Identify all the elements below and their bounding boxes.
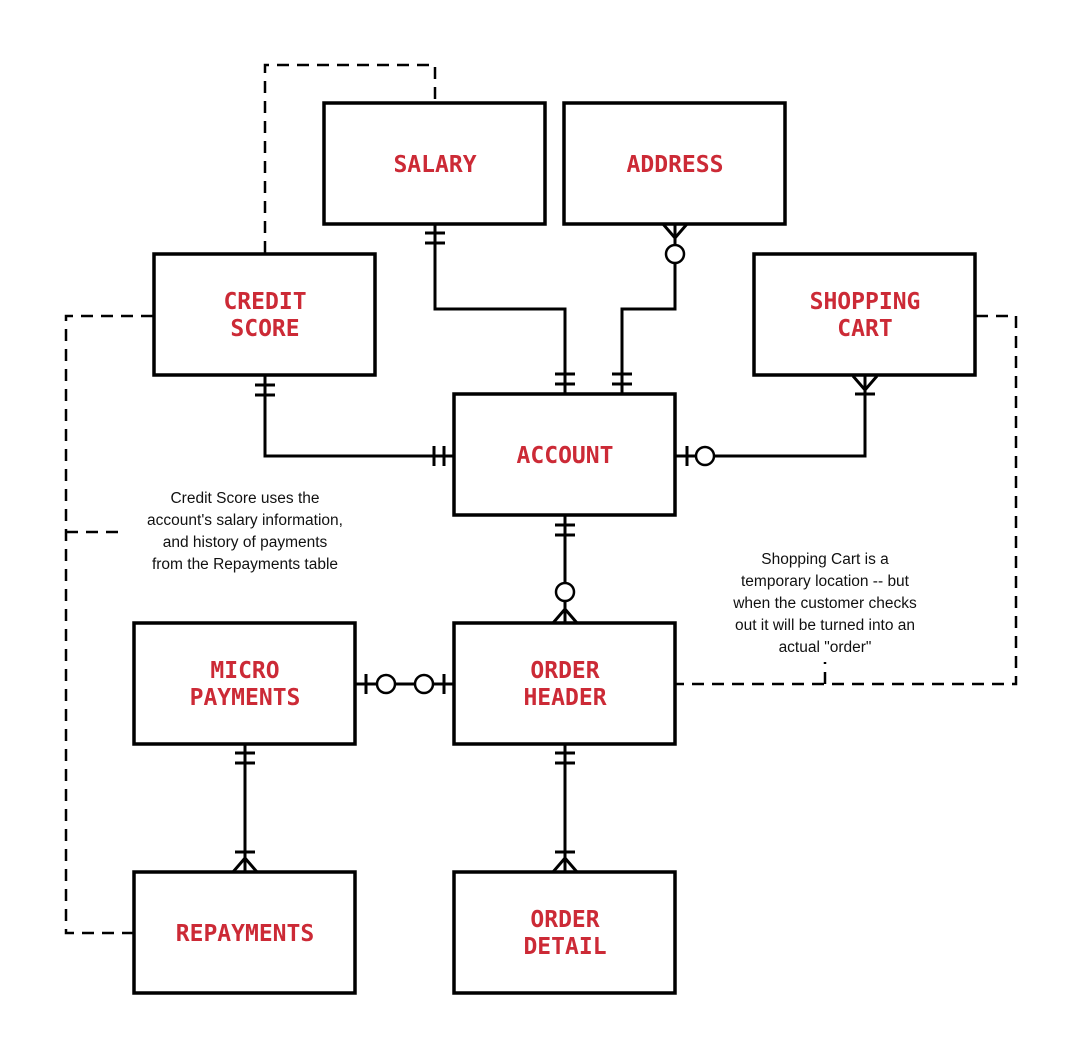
order-header-many-marker	[551, 606, 579, 624]
order-detail-many-marker	[551, 850, 579, 873]
relationship-lines	[243, 224, 867, 872]
entity-micro-payments[interactable]: MICRO PAYMENTS	[132, 621, 357, 746]
shopping-cart-zero-marker	[694, 445, 716, 467]
entity-box	[132, 621, 357, 746]
credit-score-account-relationship	[263, 376, 454, 458]
entity-address[interactable]: ADDRESS	[562, 101, 787, 226]
micro-payments-zero-marker	[375, 673, 397, 695]
entity-label: REPAYMENTS	[176, 921, 314, 947]
entity-credit-score[interactable]: CREDIT SCORE	[152, 252, 377, 377]
entity-label: DETAIL	[523, 934, 606, 960]
entity-account[interactable]: ACCOUNT	[452, 392, 677, 517]
address-account-relationship	[620, 224, 677, 394]
entity-box	[452, 870, 677, 995]
credit-score-annotation: Credit Score uses the account's salary i…	[147, 490, 343, 573]
entity-label: ACCOUNT	[517, 443, 614, 469]
order-header-zero-marker	[554, 581, 576, 603]
entity-label: HEADER	[523, 685, 606, 711]
entity-label: SCORE	[230, 316, 299, 342]
annotation-line: Credit Score uses the	[170, 490, 319, 507]
account-one-marker-salary-side	[555, 372, 575, 386]
credit-score-one-marker	[255, 383, 275, 397]
entity-box	[452, 621, 677, 746]
entity-shopping-cart[interactable]: SHOPPING CART	[752, 252, 977, 377]
entity-label: ORDER	[530, 658, 599, 684]
entity-box	[452, 392, 677, 517]
annotation-line: account's salary information,	[147, 512, 343, 529]
annotation-line: when the customer checks	[732, 595, 917, 612]
entity-order-detail[interactable]: ORDER DETAIL	[452, 870, 677, 995]
salary-account-relationship	[433, 224, 567, 394]
shopping-cart-annotation: Shopping Cart is a temporary location --…	[732, 551, 917, 656]
annotation-line: from the Repayments table	[152, 556, 338, 573]
account-one-marker-credit-side	[432, 446, 446, 466]
entity-box	[562, 101, 787, 226]
entity-salary[interactable]: SALARY	[322, 101, 547, 226]
entity-label: PAYMENTS	[190, 685, 301, 711]
order-header-one-marker-detail-side	[555, 751, 575, 765]
annotation-line: and history of payments	[163, 534, 328, 551]
entity-label: ADDRESS	[627, 152, 724, 178]
entity-box	[752, 252, 977, 377]
annotation-line: out it will be turned into an	[735, 617, 915, 634]
entity-box	[152, 252, 377, 377]
account-one-marker-order-side	[555, 523, 575, 537]
account-shopping-cart-relationship	[676, 376, 867, 458]
account-one-marker-address-side	[612, 372, 632, 386]
entity-label: MICRO	[210, 658, 279, 684]
entity-label: SHOPPING	[810, 289, 921, 315]
entity-label: CREDIT	[223, 289, 306, 315]
annotation-line: temporary location -- but	[741, 573, 910, 590]
cardinality-markers	[231, 223, 879, 873]
dashed-connectors	[64, 63, 1018, 935]
entity-label: SALARY	[393, 152, 476, 178]
shopping-cart-to-order-header-dashed-link	[676, 314, 1018, 686]
entity-order-header[interactable]: ORDER HEADER	[452, 621, 677, 746]
salary-one-marker	[425, 231, 445, 245]
entity-box	[132, 870, 357, 995]
credit-score-to-repayments-dashed-link	[64, 314, 153, 935]
micro-payments-one-marker-repay-side	[235, 751, 255, 765]
entity-label: ORDER	[530, 907, 599, 933]
repayments-many-marker	[231, 850, 259, 873]
entity-label: CART	[837, 316, 892, 342]
entity-repayments[interactable]: REPAYMENTS	[132, 870, 357, 995]
annotation-line: actual "order"	[779, 639, 872, 656]
entity-box	[322, 101, 547, 226]
order-header-zero-marker-micro-side	[413, 673, 435, 695]
annotation-line: Shopping Cart is a	[761, 551, 889, 568]
address-many-marker	[661, 223, 689, 241]
shopping-cart-many-marker	[851, 375, 879, 396]
address-zero-marker	[664, 243, 686, 265]
